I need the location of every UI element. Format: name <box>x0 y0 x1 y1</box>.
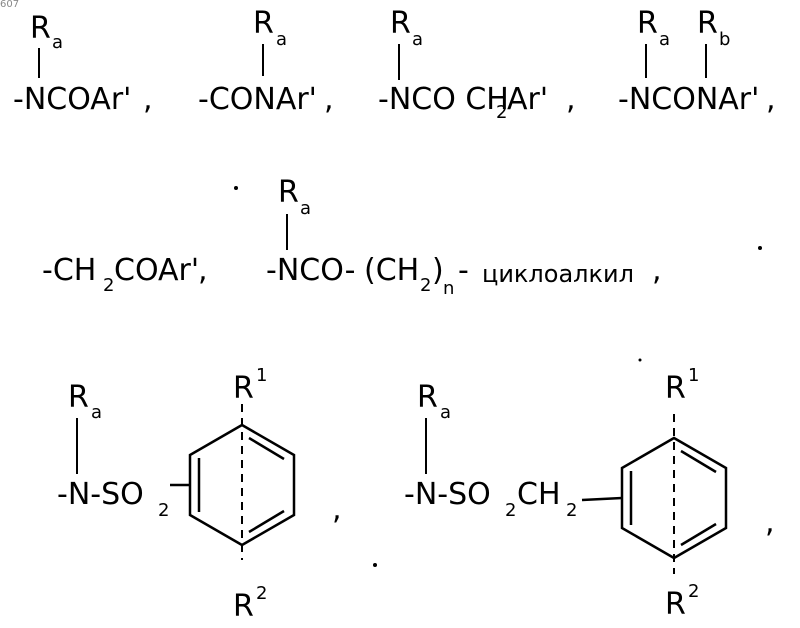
scan-speck <box>0 0 800 628</box>
chemical-formula-sheet: 607 R a -NCOAr' , R a -CONAr' , R a -NCO… <box>0 0 800 628</box>
